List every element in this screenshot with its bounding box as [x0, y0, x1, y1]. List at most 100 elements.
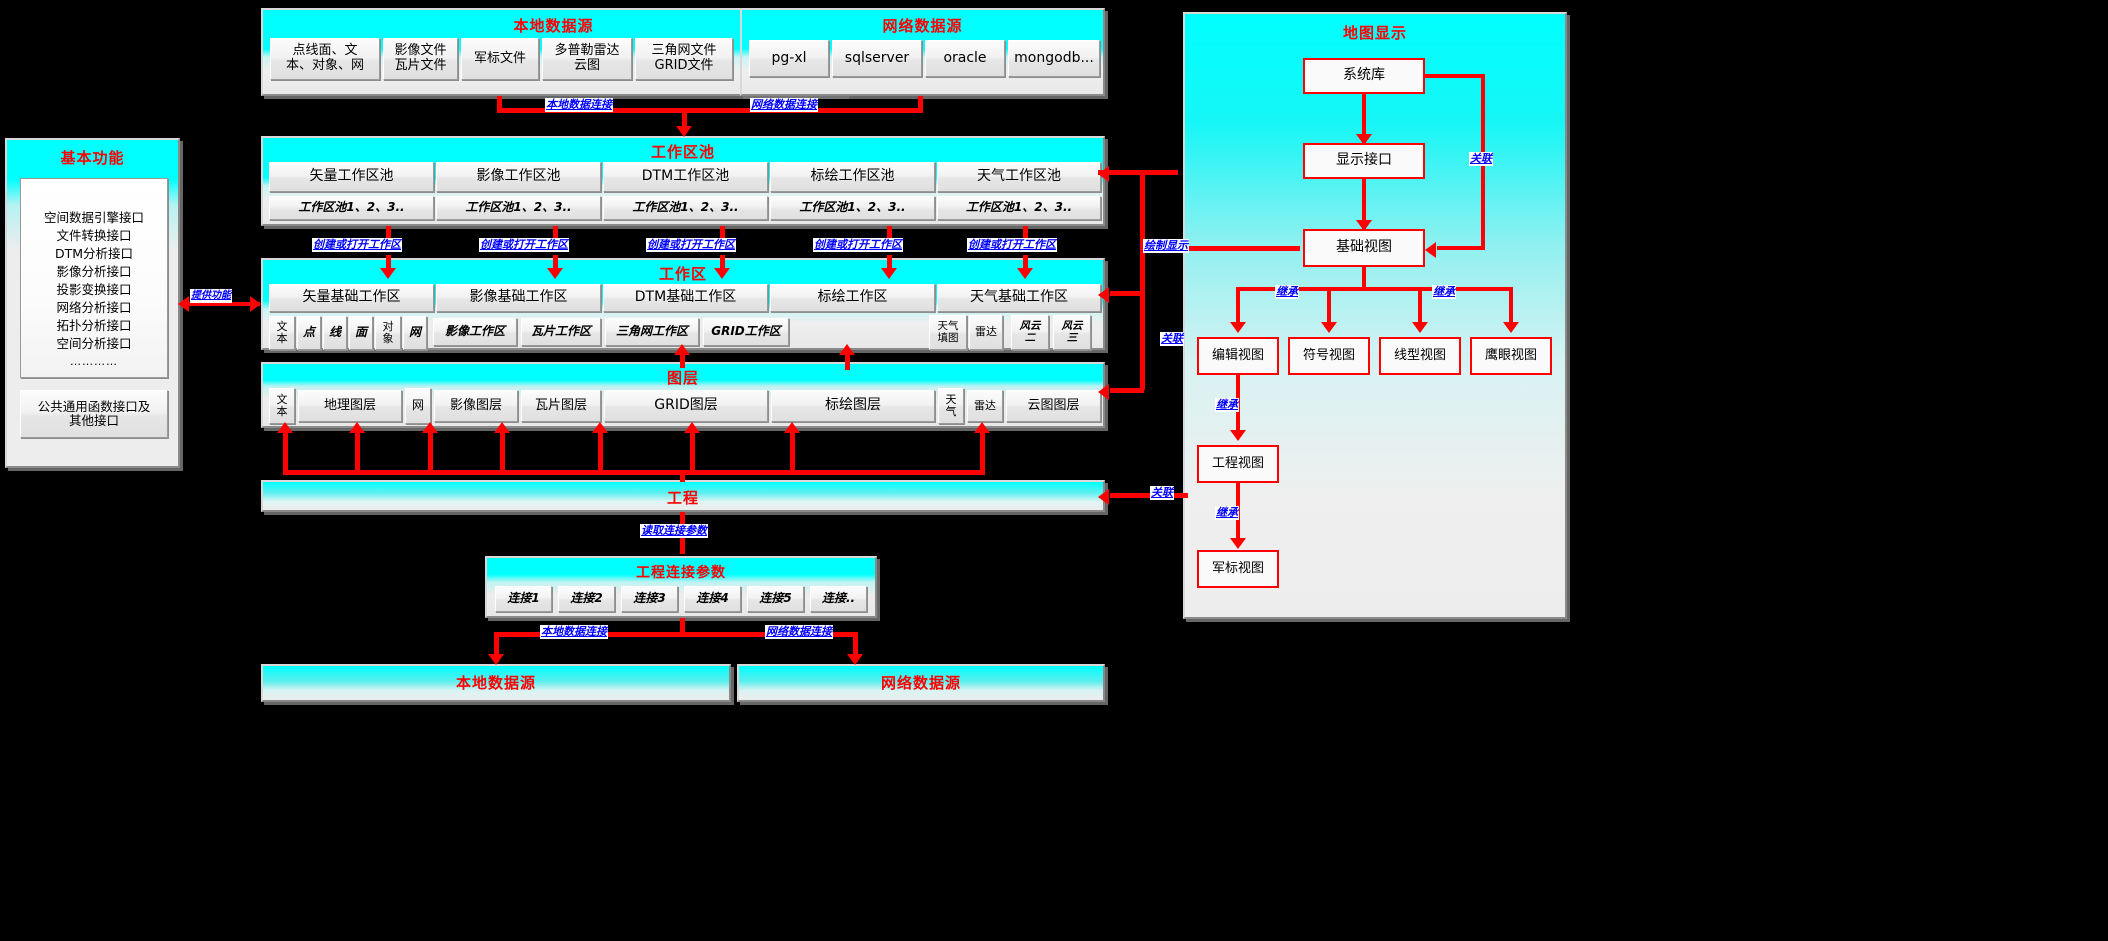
- layer-item[interactable]: 影像图层: [434, 390, 518, 422]
- workspace-pool-item[interactable]: 影像工作区池: [436, 162, 601, 192]
- line-style-view-box[interactable]: 线型视图: [1379, 337, 1461, 375]
- workspace-sub[interactable]: 网: [403, 316, 427, 350]
- workspace-pool-instance[interactable]: 工作区池1、2、3..: [603, 196, 768, 220]
- connector-display-bus: [1140, 170, 1145, 390]
- display-interface-box[interactable]: 显示接口: [1303, 143, 1425, 179]
- connector-pool-to-ws: [1023, 255, 1028, 271]
- workspace-pool-instance[interactable]: 工作区池1、2、3..: [436, 196, 601, 220]
- connection-item[interactable]: 连接3: [621, 586, 678, 612]
- arrowhead-left: [1098, 384, 1109, 400]
- basic-functions-panel: 基本功能 空间数据引擎接口 文件转换接口 DTM分析接口 影像分析接口 投影变换…: [5, 138, 180, 468]
- network-source-item[interactable]: sqlserver: [832, 40, 922, 77]
- interface-item: 网络分析接口: [56, 300, 132, 315]
- layer-item[interactable]: 瓦片图层: [521, 390, 601, 422]
- workspace-pool-item[interactable]: DTM工作区池: [603, 162, 768, 192]
- connector-project-to-layers: [500, 430, 505, 472]
- layer-item[interactable]: 云图图层: [1006, 390, 1101, 422]
- connector-baseview-down: [1327, 287, 1331, 327]
- workspace-sub[interactable]: 风云二: [1011, 315, 1049, 350]
- connector-display-to-pool: [1098, 170, 1143, 175]
- connection-item[interactable]: 连接2: [558, 586, 615, 612]
- connection-item[interactable]: 连接4: [684, 586, 741, 612]
- military-view-box[interactable]: 军标视图: [1197, 550, 1279, 588]
- eagle-eye-view-box[interactable]: 鹰眼视图: [1470, 337, 1552, 375]
- workspace-pool-instance[interactable]: 工作区池1、2、3..: [269, 196, 434, 220]
- system-library-box[interactable]: 系统库: [1303, 58, 1425, 94]
- connector-syslib-to-display: [1362, 94, 1366, 143]
- connector-baseview-bus: [1362, 267, 1366, 289]
- local-data-source-title: 本地数据源: [513, 17, 594, 35]
- connector-pool-to-ws: [386, 255, 391, 271]
- layer-item[interactable]: GRID图层: [604, 390, 768, 422]
- workspace-pool-instance[interactable]: 工作区池1、2、3..: [770, 196, 935, 220]
- edge-label-create-open-ws: 创建或打开工作区: [312, 238, 402, 252]
- connector-project-bus: [283, 470, 985, 475]
- edge-label-draw-display: 绘制显示: [1143, 239, 1189, 253]
- layer-item[interactable]: 标绘图层: [771, 390, 935, 422]
- edge-label-provide-function: 提供功能: [190, 289, 232, 303]
- arrowhead-down: [847, 654, 863, 665]
- workspace-sub[interactable]: 雷达: [969, 315, 1003, 350]
- layer-item[interactable]: 雷达: [967, 390, 1003, 422]
- workspace-pool-instance[interactable]: 工作区池1、2、3..: [937, 196, 1101, 220]
- workspace-sub[interactable]: 对象: [375, 316, 401, 350]
- workspace-base[interactable]: 天气基础工作区: [937, 284, 1101, 312]
- workspace-sub[interactable]: 三角网工作区: [605, 318, 699, 346]
- local-source-item[interactable]: 军标文件: [461, 38, 539, 80]
- network-source-item[interactable]: pg-xl: [749, 40, 829, 77]
- symbol-view-box[interactable]: 符号视图: [1288, 337, 1370, 375]
- edit-view-box[interactable]: 编辑视图: [1197, 337, 1279, 375]
- workspace-sub[interactable]: 风云三: [1053, 315, 1091, 350]
- arrowhead-up: [422, 422, 438, 433]
- layer-item[interactable]: 文本: [269, 388, 295, 424]
- workspace-sub[interactable]: 文本: [269, 316, 295, 350]
- arrowhead-down: [1412, 322, 1428, 333]
- workspace-base[interactable]: DTM基础工作区: [603, 284, 768, 312]
- local-source-item[interactable]: 影像文件瓦片文件: [383, 38, 458, 80]
- connector-pool-to-ws: [1023, 226, 1028, 248]
- connection-item[interactable]: 连接..: [810, 586, 867, 612]
- workspace-sub[interactable]: 线: [323, 316, 347, 350]
- network-source-item[interactable]: oracle: [925, 40, 1005, 77]
- connection-item[interactable]: 连接5: [747, 586, 804, 612]
- arrowhead-down: [488, 654, 504, 665]
- workspace-sub[interactable]: 点: [297, 316, 321, 350]
- workspace-sub[interactable]: GRID工作区: [703, 318, 789, 346]
- arrowhead-down: [1230, 538, 1246, 549]
- connector-net-to-pool: [918, 96, 923, 112]
- engineering-view-box[interactable]: 工程视图: [1197, 445, 1279, 483]
- network-source-item[interactable]: mongodb...: [1008, 40, 1100, 77]
- workspace-sub[interactable]: 天气填图: [929, 315, 967, 350]
- connector-display-to-base-view: [1140, 246, 1300, 251]
- base-view-box[interactable]: 基础视图: [1303, 229, 1425, 267]
- workspace-sub[interactable]: 瓦片工作区: [521, 318, 601, 346]
- interface-item: …………: [70, 355, 118, 368]
- interface-item: 影像分析接口: [56, 264, 132, 279]
- workspace-base[interactable]: 矢量基础工作区: [269, 284, 434, 312]
- edge-label-local-conn-top: 本地数据连接: [545, 98, 613, 112]
- local-source-item[interactable]: 多普勒雷达云图: [542, 38, 632, 80]
- edge-label-inherit-3: 继承: [1215, 398, 1239, 412]
- layer-item[interactable]: 天气: [938, 388, 964, 424]
- workspace-pool-item[interactable]: 天气工作区池: [937, 162, 1101, 192]
- interface-item: 空间分析接口: [56, 336, 132, 351]
- connector-params-to-bottom: [494, 632, 858, 637]
- workspace-pool-item[interactable]: 矢量工作区池: [269, 162, 434, 192]
- connector-display-to-pool: [1140, 170, 1178, 175]
- edge-label-net-conn-bottom: 网络数据连接: [765, 625, 833, 639]
- common-interface-box[interactable]: 公共通用函数接口及其他接口: [20, 390, 168, 438]
- workspace-sub[interactable]: 影像工作区: [433, 318, 517, 346]
- map-display-panel: 地图显示: [1183, 12, 1567, 619]
- connector-pool-to-ws: [386, 226, 391, 248]
- arrowhead-left: [1098, 287, 1109, 303]
- workspace-base[interactable]: 标绘工作区: [770, 284, 935, 312]
- local-source-item[interactable]: 点线面、文本、对象、网: [270, 38, 380, 80]
- workspace-sub[interactable]: 面: [349, 316, 373, 350]
- layer-item[interactable]: 地理图层: [298, 390, 402, 422]
- arrowhead-down: [676, 126, 692, 137]
- connection-item[interactable]: 连接1: [495, 586, 552, 612]
- workspace-base[interactable]: 影像基础工作区: [436, 284, 601, 312]
- layer-item[interactable]: 网: [405, 388, 431, 424]
- workspace-pool-item[interactable]: 标绘工作区池: [770, 162, 935, 192]
